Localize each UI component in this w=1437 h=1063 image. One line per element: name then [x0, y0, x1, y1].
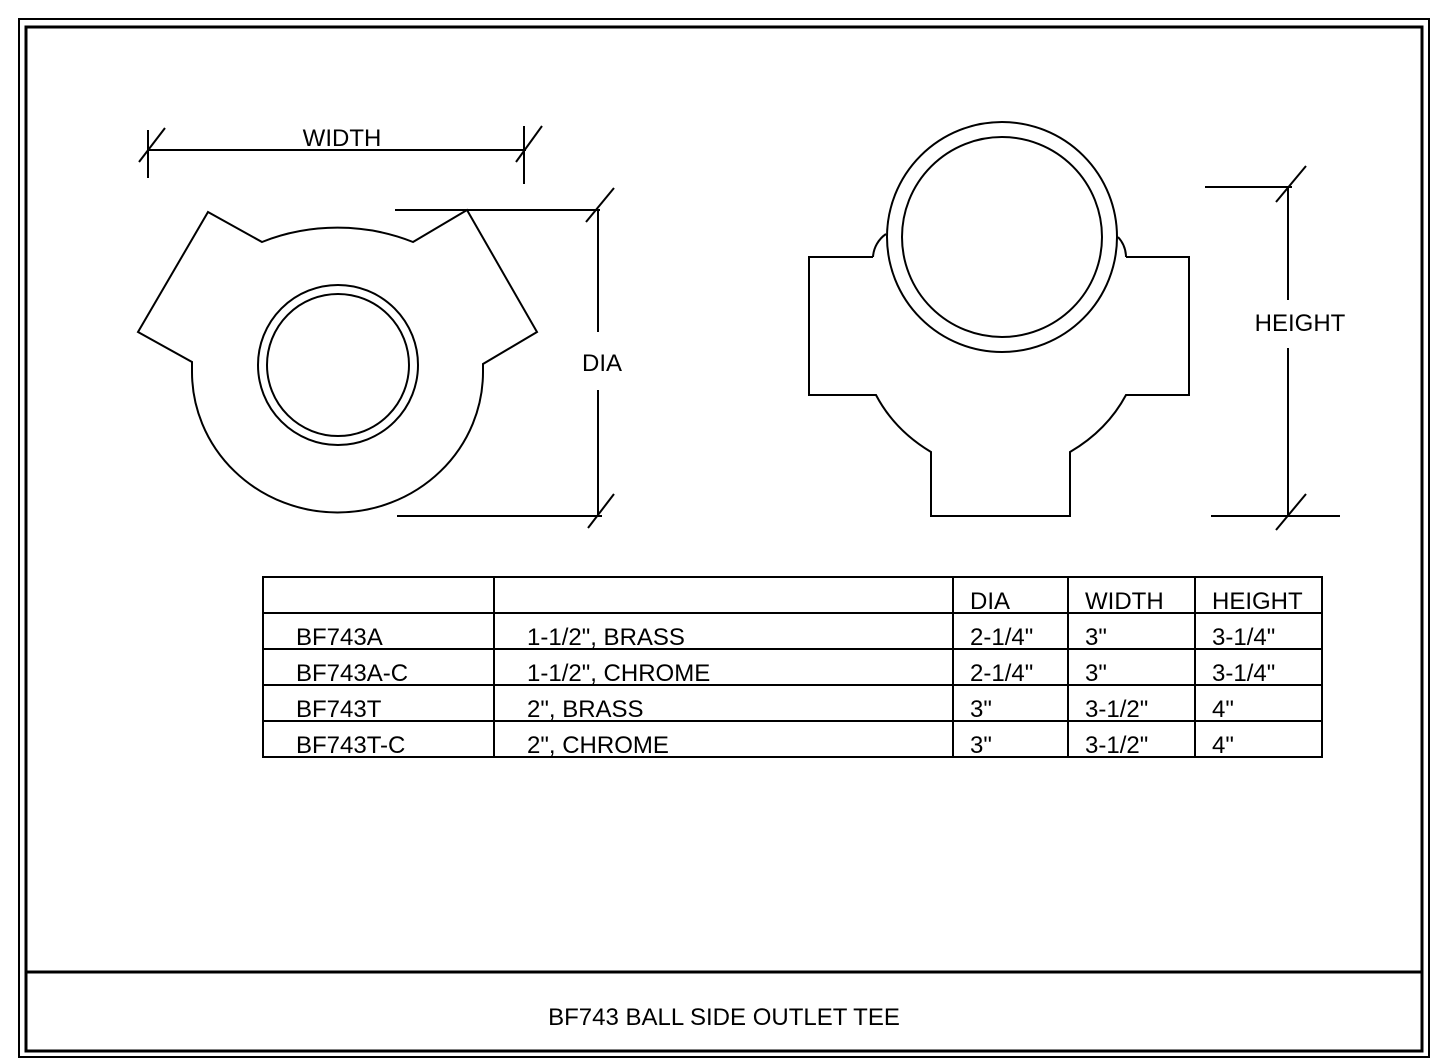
- height-label: HEIGHT: [1255, 310, 1346, 337]
- drawing-title: BF743 BALL SIDE OUTLET TEE: [548, 1004, 900, 1031]
- specification-table: DIA WIDTH HEIGHT BF743A 1-1/2", BRASS 2-…: [262, 576, 1323, 758]
- height-tick-bottom: [1275, 493, 1307, 531]
- tee-side-outline: [808, 256, 1190, 517]
- cell-description: 1-1/2", BRASS: [493, 612, 954, 650]
- table-header-row: DIA WIDTH HEIGHT: [262, 576, 1323, 614]
- cell-dia: 3": [952, 684, 1069, 722]
- cell-dia: 2-1/4": [952, 612, 1069, 650]
- table-row: BF743T 2", BRASS 3" 3-1/2" 4": [262, 684, 1323, 722]
- width-label: WIDTH: [303, 125, 382, 152]
- top-view: [136, 125, 615, 529]
- cell-description: 2", BRASS: [493, 684, 954, 722]
- cell-description: 2", CHROME: [493, 720, 954, 758]
- cell-description: 1-1/2", CHROME: [493, 648, 954, 686]
- cell-width: 3-1/2": [1067, 720, 1196, 758]
- cell-height: 3-1/4": [1194, 648, 1323, 686]
- cell-model: BF743T-C: [262, 720, 495, 758]
- ball-inner-circle: [901, 136, 1103, 338]
- header-dia: DIA: [952, 576, 1069, 614]
- table-row: BF743A 1-1/2", BRASS 2-1/4" 3" 3-1/4": [262, 612, 1323, 650]
- table-row: BF743A-C 1-1/2", CHROME 2-1/4" 3" 3-1/4": [262, 648, 1323, 686]
- header-description: [493, 576, 954, 614]
- width-tick-left: [138, 127, 166, 163]
- inner-frame: [24, 25, 1424, 1053]
- header-model: [262, 576, 495, 614]
- table-row: BF743T-C 2", CHROME 3" 3-1/2" 4": [262, 720, 1323, 758]
- bore-outer-circle: [257, 284, 419, 446]
- ball-shoulder-right: [1117, 236, 1127, 258]
- cell-width: 3-1/2": [1067, 684, 1196, 722]
- dia-tick-bottom: [587, 493, 615, 529]
- outer-frame: [18, 18, 1430, 1058]
- dia-tick-top: [585, 187, 615, 223]
- side-view: [808, 121, 1340, 531]
- cell-dia: 3": [952, 720, 1069, 758]
- cell-height: 3-1/4": [1194, 612, 1323, 650]
- cell-width: 3": [1067, 648, 1196, 686]
- height-tick-top: [1275, 165, 1307, 203]
- cell-height: 4": [1194, 684, 1323, 722]
- cell-dia: 2-1/4": [952, 648, 1069, 686]
- width-tick-right: [515, 125, 543, 163]
- dia-label: DIA: [582, 350, 622, 377]
- cell-height: 4": [1194, 720, 1323, 758]
- ball-outer-circle: [886, 121, 1118, 353]
- tee-body-outline: [136, 208, 539, 514]
- header-height: HEIGHT: [1194, 576, 1323, 614]
- title-block: BF743 BALL SIDE OUTLET TEE: [26, 975, 1422, 1049]
- header-width: WIDTH: [1067, 576, 1196, 614]
- cell-model: BF743T: [262, 684, 495, 722]
- ball-shoulder-left: [872, 233, 887, 258]
- cell-width: 3": [1067, 612, 1196, 650]
- bore-inner-circle: [266, 293, 410, 437]
- cell-model: BF743A-C: [262, 648, 495, 686]
- cell-model: BF743A: [262, 612, 495, 650]
